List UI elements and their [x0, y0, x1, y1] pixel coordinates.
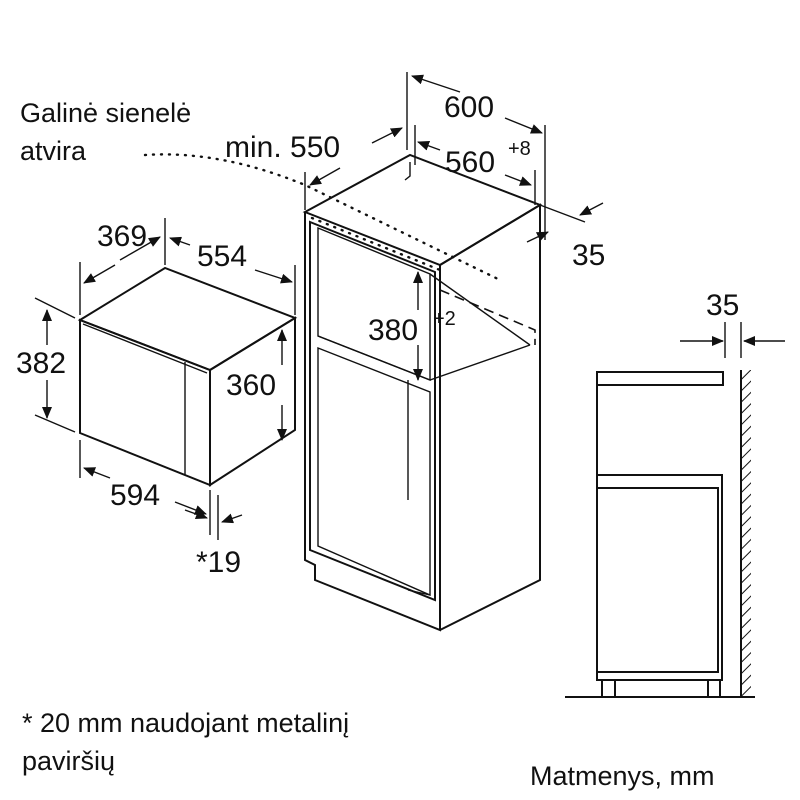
annotation-line1: Galinė sienelė: [20, 98, 191, 128]
dim-appliance-depth: 369: [97, 220, 147, 253]
dim-appliance-height-total: 382: [16, 347, 66, 380]
dim-rear-gap: 35: [572, 239, 605, 272]
dim-niche-height-tol: +2: [433, 308, 456, 330]
cabinet-drawing: [302, 153, 543, 632]
units-label: Matmenys, mm: [530, 761, 715, 791]
appliance-drawing: [77, 266, 298, 487]
footnote-line2: paviršių: [22, 746, 115, 776]
footnote-line1: * 20 mm naudojant metalinį: [22, 708, 349, 738]
dim-niche-height: 380: [368, 314, 418, 347]
dim-niche-width: 560: [445, 146, 495, 179]
dim-appliance-height-body: 360: [226, 369, 276, 402]
dim-side-gap: 35: [706, 289, 739, 322]
dim-appliance-width-front: 594: [110, 479, 160, 512]
dim-cabinet-depth: min. 550: [225, 131, 340, 164]
dimension-lines: [34, 72, 785, 540]
dim-niche-width-tol: +8: [508, 138, 531, 160]
dim-front-projection: *19: [196, 546, 241, 579]
side-view-drawing: [565, 370, 755, 698]
dim-appliance-width-back: 554: [197, 240, 247, 273]
wall-hatch: [741, 370, 751, 697]
annotation-line2: atvira: [20, 136, 87, 166]
dim-cabinet-width: 600: [444, 91, 494, 124]
